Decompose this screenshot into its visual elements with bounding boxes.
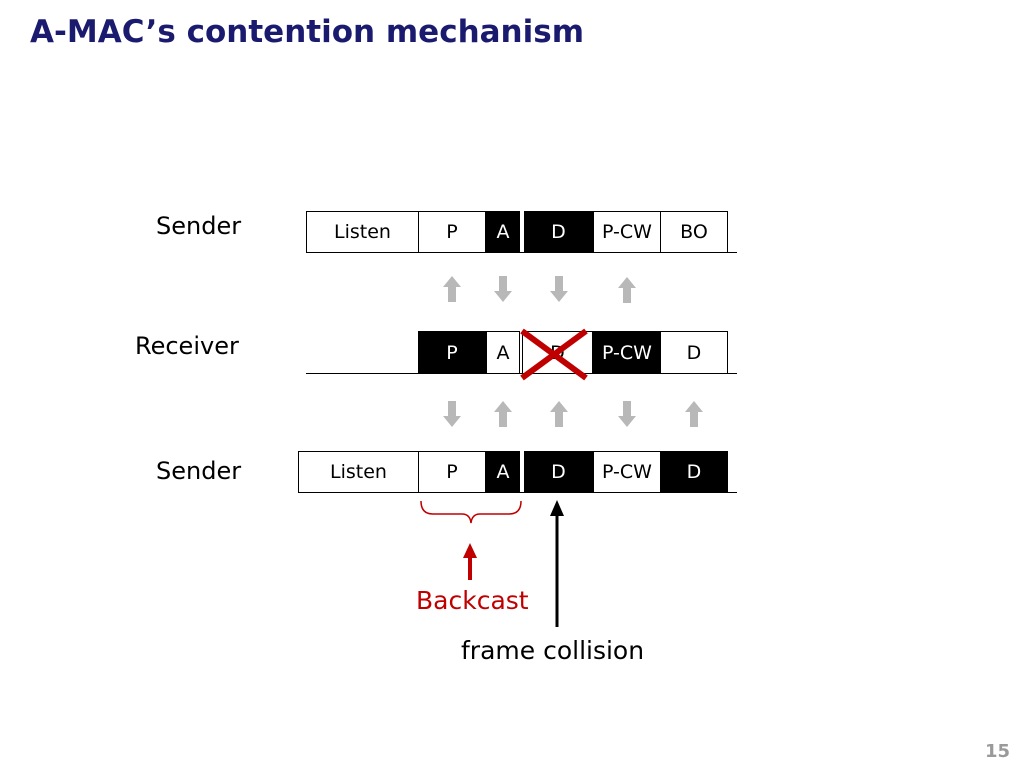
slot-p: P (418, 331, 486, 374)
slot-p-cw: P-CW (593, 451, 661, 493)
timeline-baseline (306, 373, 737, 374)
collision-cross-icon (520, 328, 588, 381)
arrow-up-icon (685, 401, 703, 427)
row-label-sender-top: Sender (156, 212, 242, 240)
arrow-down-icon (618, 401, 636, 427)
row-label-sender-bottom: Sender (156, 457, 242, 485)
slot-p-cw: P-CW (593, 211, 661, 253)
slot-a: A (486, 211, 520, 253)
backcast-arrow-icon (463, 543, 477, 580)
slot-p: P (418, 451, 486, 493)
row-label-receiver: Receiver (135, 332, 239, 360)
slot-bo: BO (660, 211, 728, 253)
arrow-up-icon (618, 277, 636, 303)
slot-d: D (524, 211, 593, 253)
slide-title: A-MAC’s contention mechanism (30, 14, 585, 50)
arrow-down-icon (443, 401, 461, 427)
collision-arrow-icon (550, 500, 564, 627)
arrow-down-icon (494, 276, 512, 302)
slot-listen: Listen (298, 451, 419, 493)
slot-a: A (486, 331, 520, 374)
slot-d: D (660, 331, 728, 374)
arrow-up-icon (494, 401, 512, 427)
timeline-baseline (306, 252, 737, 253)
backcast-label: Backcast (416, 586, 529, 615)
frame-collision-label: frame collision (461, 636, 645, 665)
slot-d: D (524, 451, 593, 493)
arrow-down-icon (550, 276, 568, 302)
arrow-up-icon (550, 401, 568, 427)
slot-p: P (418, 211, 486, 253)
arrow-up-icon (443, 276, 461, 302)
page-number: 15 (984, 741, 1010, 762)
timeline-baseline (298, 492, 737, 493)
backcast-brace (420, 500, 522, 524)
